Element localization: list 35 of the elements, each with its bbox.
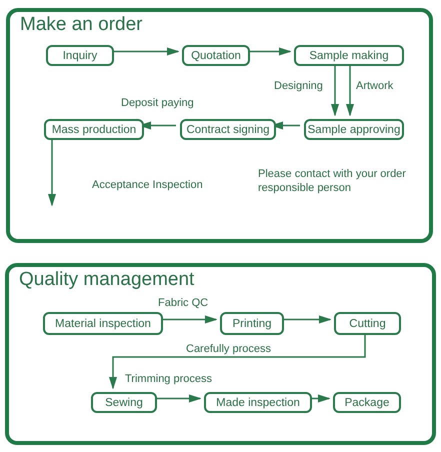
process-box [43, 312, 163, 335]
note-text: Please contact with your order responsible person [258, 167, 407, 195]
process-box [294, 45, 404, 66]
step-label: Mass production [52, 124, 136, 136]
step-label: Sewing [105, 396, 143, 408]
step-label: Sample approving [308, 124, 400, 136]
process-box [46, 45, 114, 66]
process-box [180, 119, 276, 140]
section-panel [5, 263, 436, 445]
process-box [334, 312, 401, 335]
note-text: Acceptance Inspection [92, 178, 203, 192]
step-label: Cutting [349, 318, 386, 330]
process-box [333, 392, 401, 413]
step-label: Quotation [191, 50, 241, 62]
step-label: Contract signing [186, 124, 270, 136]
edge-label: Designing [273, 80, 324, 93]
edge-label: Trimming process [124, 373, 213, 386]
process-box [44, 119, 144, 140]
process-box [91, 392, 157, 413]
section-title: Make an order [20, 14, 143, 36]
process-box [220, 312, 284, 335]
section-title: Quality management [19, 269, 194, 291]
step-label: Sample making [309, 50, 389, 62]
edge-label: Deposit paying [120, 97, 195, 110]
process-box [204, 392, 312, 413]
step-label: Inquiry [62, 50, 98, 62]
step-label: Printing [232, 318, 272, 330]
process-box [304, 119, 404, 140]
step-label: Made inspection [216, 396, 300, 408]
step-label: Package [344, 396, 390, 408]
step-label: Material inspection [55, 318, 151, 330]
process-box [182, 45, 250, 66]
edge-label: Fabric QC [157, 297, 210, 310]
edge-label: Carefully process [185, 343, 272, 356]
section-panel [6, 8, 433, 243]
